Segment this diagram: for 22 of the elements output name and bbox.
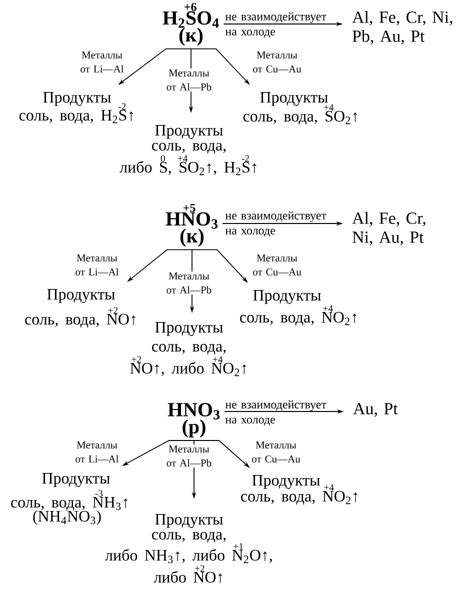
metal-list: Au, Pt — [353, 403, 398, 417]
edge-label: Металлы от Li—Al — [76, 442, 119, 462]
products-text: Продукты соль, вода, H$_{2}$S-2↑ — [19, 92, 134, 124]
products-text: Продукты соль, вода, либо S0, S+4O$_{2}$↑, H$_{2}$S-2↑ — [120, 125, 256, 176]
edge-label: Металлы от Al—Pb — [162, 444, 216, 468]
edge-label: Металлы от Li—Al — [76, 254, 119, 276]
formula-heading: H$_{2}$S+6O$_{4}$ (к) — [162, 3, 219, 46]
edge-label: Металлы от Al—Pb — [162, 272, 216, 294]
metal-list: Al, Fe, Cr, Ni, Au, Pt — [352, 212, 426, 246]
formula-heading: HNO$_{3}$ (р) — [168, 403, 220, 438]
edge-label: Металлы от Cu—Au — [252, 442, 300, 462]
edge-label: Металлы от Li—Al — [80, 52, 124, 72]
products-text: Продукты соль, вода, S+4O$_{2}$↑ — [243, 92, 358, 125]
edge-label: Металлы от Cu—Au — [253, 52, 302, 72]
edge-label: Металлы от Al—Pb — [162, 68, 216, 92]
metal-list: Al, Fe, Cr, Ni, Pb, Au, Pt — [352, 11, 452, 44]
edge-label: не взаимодействует на холоде — [225, 12, 326, 38]
edge-label: не взаимодействует на холоде — [225, 400, 326, 426]
edge-label: Металлы от Cu—Au — [253, 254, 302, 276]
edge-label: не взаимодействует на холоде — [225, 211, 326, 237]
products-text: Продукты соль, вода, N+4O$_{2}$↑ — [241, 475, 358, 505]
formula-heading: HN+5O$_{3}$ (к) — [166, 204, 218, 247]
